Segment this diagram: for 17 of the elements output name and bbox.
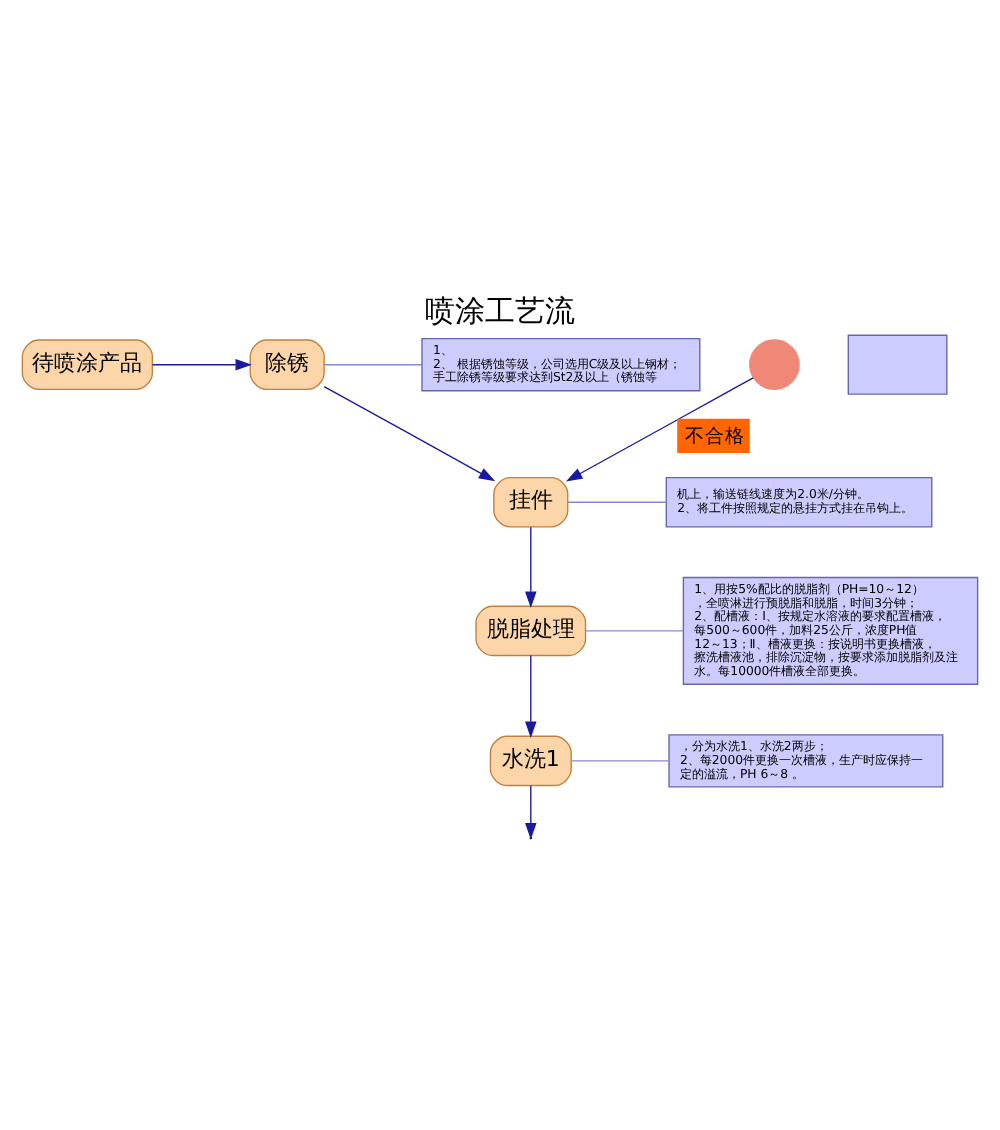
edge-label: 不合格: [684, 425, 745, 448]
node-box: 待喷涂产品: [21, 339, 154, 390]
connector: [585, 630, 684, 632]
node-circle: [749, 339, 800, 390]
node-box: 挂件: [493, 476, 569, 528]
diagram-title: 喷涂工艺流: [425, 293, 575, 330]
connector: [567, 501, 667, 503]
arrow: [323, 385, 496, 482]
arrow: [525, 654, 537, 738]
node-box: [847, 334, 948, 395]
node-box: 除锈: [249, 339, 325, 390]
connector: [323, 364, 423, 366]
node-box: 脱脂处理: [475, 605, 587, 657]
connector: [570, 760, 670, 762]
arrow: [525, 526, 537, 608]
arrow: [151, 358, 252, 371]
node-box: 水洗1: [489, 735, 572, 787]
